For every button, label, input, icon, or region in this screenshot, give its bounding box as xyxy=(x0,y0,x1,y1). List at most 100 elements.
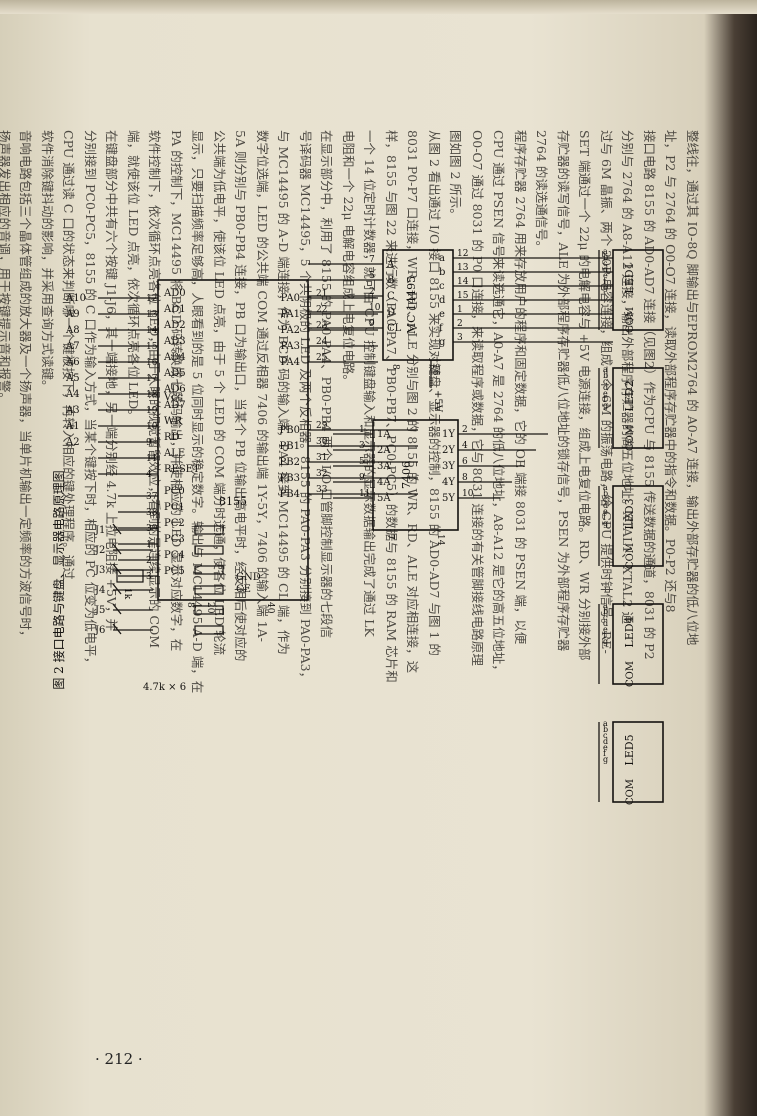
switch-label: J1 xyxy=(94,525,105,536)
pin-name: PA0 xyxy=(281,293,300,304)
pin-name: PA4 xyxy=(281,357,300,368)
pin-name: AD5 xyxy=(163,368,186,379)
pin-name: GND xyxy=(236,572,261,583)
segment-label: d xyxy=(603,619,608,628)
segment-label: e xyxy=(603,271,608,280)
bus-signal-label: A6 xyxy=(65,357,80,368)
led-label: LED3 xyxy=(623,498,636,529)
bus-signal-label: A2 xyxy=(65,437,80,448)
segment-label: f xyxy=(603,395,607,404)
pin-number: 25 xyxy=(316,353,328,363)
pin-name: PC4 xyxy=(164,550,185,561)
pin-name: PB4 xyxy=(280,489,300,500)
resistor-pack-label: 4.7k × 6 xyxy=(143,682,186,693)
pin-number: 8 xyxy=(185,602,195,608)
segment-label: b xyxy=(603,371,608,380)
pin-name: AD7 xyxy=(163,400,186,411)
pin-name: B xyxy=(387,275,394,286)
pin-number: 9 xyxy=(369,319,375,329)
pin-number: 2 xyxy=(146,556,152,566)
pin-number: 1 xyxy=(457,305,463,315)
rotated-page-content: 整线往，通过其 IO-8Q 脚输出与EPROM2764 的 A0-A7 连接，输… xyxy=(0,130,703,990)
chip-mc14495 xyxy=(382,249,454,361)
segment-label: g xyxy=(603,401,608,410)
page-top-edge xyxy=(0,0,757,14)
segment-label: e xyxy=(603,743,608,752)
pin-number: 4 xyxy=(462,441,468,451)
segment-label: a xyxy=(603,247,608,256)
pin-number: 30 xyxy=(316,437,328,447)
led-display xyxy=(612,249,664,331)
pin-name: Vcc xyxy=(163,392,183,403)
pullup-resistor xyxy=(194,605,224,615)
pin-number: 37 xyxy=(146,492,158,502)
segment-label: d xyxy=(603,383,608,392)
led-com-label: COM xyxy=(625,543,636,569)
pin-name: PB0 xyxy=(280,425,300,436)
pin-name: A xyxy=(386,259,395,270)
switch-contact xyxy=(112,543,122,555)
pin-number: 31 xyxy=(316,453,327,463)
pin-name: PB2 xyxy=(280,457,300,468)
switch-contact xyxy=(112,523,122,535)
pin-name: AD2 xyxy=(163,320,186,331)
pin-number: 15 xyxy=(146,342,158,352)
pullup-resistor xyxy=(194,625,224,635)
pin-name: d xyxy=(439,295,446,306)
pin-name: 4A xyxy=(377,477,391,488)
pin-number: 24 xyxy=(316,337,328,347)
pin-number: 14 xyxy=(435,534,445,546)
segment-label: a xyxy=(603,601,608,610)
pin-name: WR xyxy=(164,416,182,427)
pin-number: 23 xyxy=(316,321,328,331)
bus-signal-label: A10 xyxy=(65,293,86,304)
segment-label: a xyxy=(603,483,608,492)
pin-number: 7 xyxy=(385,534,395,540)
pin-number: 9 xyxy=(359,473,365,483)
pin-name: D xyxy=(387,307,395,318)
led-com-label: COM xyxy=(625,307,636,333)
pin-name: AD6 xyxy=(163,384,186,395)
segment-label: g xyxy=(603,755,608,764)
pin-number: 1 xyxy=(146,540,152,550)
page-number: · 212 · xyxy=(95,1050,143,1068)
pin-name: PC3 xyxy=(164,534,185,545)
pin-number: 11 xyxy=(359,489,370,499)
led-com-label: COM xyxy=(625,425,636,451)
chip-8155 xyxy=(157,279,309,601)
pin-name: PC1 xyxy=(164,502,185,513)
bus-signal-label: A3 xyxy=(65,405,80,416)
pin-number: 3 xyxy=(359,441,365,451)
bus-signal-label: A1 xyxy=(65,421,80,432)
reset-resistor xyxy=(116,569,144,583)
switch-contact xyxy=(112,623,122,635)
pullup-resistor xyxy=(194,545,224,555)
pin-name: PA2 xyxy=(281,325,300,336)
pin-number: 39 xyxy=(146,524,158,534)
pin-name: e xyxy=(439,309,445,320)
segment-label: c xyxy=(603,731,608,740)
pin-name: AD4 xyxy=(163,352,186,363)
pin-name: AD1 xyxy=(163,304,186,315)
segment-label: c xyxy=(603,613,608,622)
segment-label: f xyxy=(603,749,607,758)
pin-number: 21 xyxy=(316,289,327,299)
led-label: LED1 xyxy=(623,262,636,293)
switch-label: J2 xyxy=(94,545,105,556)
segment-label: f xyxy=(603,631,607,640)
pin-number: 2 xyxy=(462,425,468,435)
pin-name: PA1 xyxy=(281,309,300,320)
pin-name: c xyxy=(439,281,445,292)
power-label: +5V xyxy=(432,390,443,413)
segment-label: b xyxy=(603,253,608,262)
pin-name: PA3 xyxy=(281,341,300,352)
pin-number: 14 xyxy=(146,326,158,336)
pin-number: 19 xyxy=(146,406,158,416)
led-display xyxy=(612,485,664,567)
pin-name: 3Y xyxy=(442,461,455,472)
pin-number: 40 xyxy=(265,602,275,614)
chip-7406-label: 7406 xyxy=(400,461,413,489)
pin-name: 4Y xyxy=(442,477,455,488)
pin-number: 16 xyxy=(430,364,440,376)
switch-label: J5 xyxy=(94,605,105,616)
